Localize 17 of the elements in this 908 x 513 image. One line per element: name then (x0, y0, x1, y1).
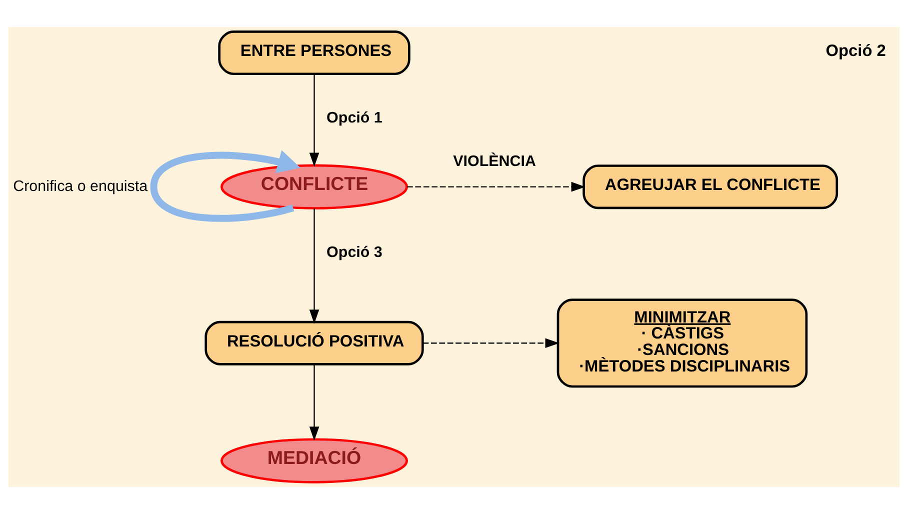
node-box: RESOLUCIÓ POSITIVA (204, 320, 424, 365)
arrow (309, 208, 320, 324)
node-box: ENTRE PERSONES (218, 30, 410, 75)
edge-label: Cronifica o enquista (13, 177, 148, 194)
node-box: MINIMITZAR · CÀSTIGS ·SANCIONS ·MÈTODES DISCIPLINARIS (556, 298, 808, 388)
arrow (150, 150, 300, 222)
arrow (309, 73, 320, 166)
edge-label: Opció 1 (326, 108, 382, 126)
arrow (422, 338, 560, 348)
edge-label: Opció 3 (326, 243, 382, 260)
node-box: AGREUJAR EL CONFLICTE (582, 164, 838, 209)
arrow (309, 364, 320, 440)
arrow (407, 181, 586, 192)
node-ellipse: CONFLICTE (220, 164, 408, 209)
edge-label: VIOLÈNCIA (453, 152, 536, 170)
label: Opció 2 (826, 41, 886, 60)
node-ellipse: MEDIACIÓ (220, 438, 408, 483)
